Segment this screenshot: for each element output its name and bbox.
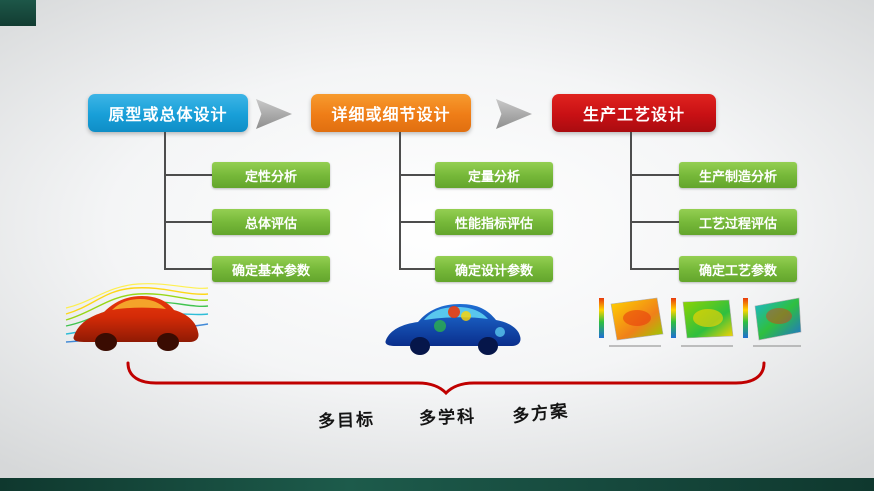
connector-line xyxy=(399,174,435,176)
sub-item: 定量分析 xyxy=(435,162,553,188)
connector-line xyxy=(164,132,166,269)
cfd-streamlines-car-svg xyxy=(65,283,209,351)
connector-line xyxy=(399,221,435,223)
connector-line xyxy=(399,132,401,269)
stamping-panel-simulations-image xyxy=(597,292,803,352)
connector-line xyxy=(164,174,212,176)
sub-item: 工艺过程评估 xyxy=(679,209,797,235)
stage-box-detail-design: 详细或细节设计 xyxy=(311,94,471,132)
chevron-right-icon xyxy=(256,99,292,129)
stamping-panel-simulations-svg xyxy=(599,297,802,347)
connector-line xyxy=(164,221,212,223)
cfd-streamlines-car-image xyxy=(64,276,210,360)
sub-item: 定性分析 xyxy=(212,162,330,188)
curly-brace-svg xyxy=(126,361,766,396)
top-left-accent-bar xyxy=(0,0,36,26)
chevron-right-icon xyxy=(496,99,532,129)
sub-item: 确定基本参数 xyxy=(212,256,330,282)
connector-line xyxy=(630,268,679,270)
sub-item: 生产制造分析 xyxy=(679,162,797,188)
fea-car-body-svg xyxy=(385,304,521,355)
sub-item: 确定工艺参数 xyxy=(679,256,797,282)
connector-line xyxy=(630,221,679,223)
stage-box-prototype-design: 原型或总体设计 xyxy=(88,94,248,132)
bottom-label-multi-scheme: 多方案 xyxy=(511,401,571,427)
connector-line xyxy=(630,174,679,176)
sub-item: 确定设计参数 xyxy=(435,256,553,282)
connector-line xyxy=(164,268,212,270)
bottom-label-multi-discipline: 多学科 xyxy=(418,407,477,429)
connector-line xyxy=(630,132,632,269)
sub-item: 性能指标评估 xyxy=(435,209,553,235)
curly-brace xyxy=(126,360,766,398)
fea-car-body-image xyxy=(380,292,526,360)
connector-line xyxy=(399,268,435,270)
bottom-label-multi-objective: 多目标 xyxy=(317,410,376,432)
bottom-accent-bar xyxy=(0,478,874,491)
stage-box-production-process-design: 生产工艺设计 xyxy=(552,94,716,132)
sub-item: 总体评估 xyxy=(212,209,330,235)
